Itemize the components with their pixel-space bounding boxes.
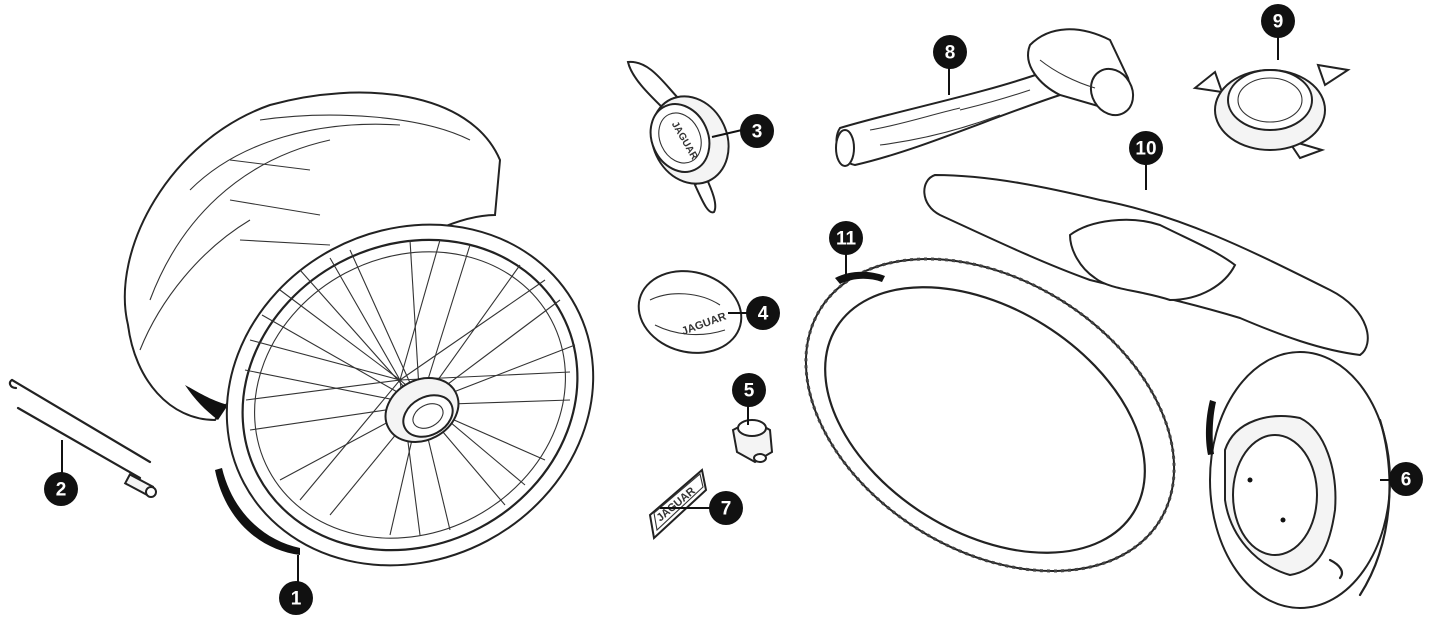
spinner-illustration: JAGUAR — [628, 62, 743, 212]
callout-1: 1 — [279, 555, 313, 615]
callout-2: 2 — [44, 440, 78, 506]
svg-text:3: 3 — [752, 122, 763, 143]
hub-plate-illustration — [1206, 352, 1390, 608]
callout-5: 5 — [732, 373, 766, 425]
svg-text:7: 7 — [721, 499, 732, 520]
svg-text:9: 9 — [1273, 12, 1284, 33]
callout-9: 9 — [1261, 4, 1295, 60]
mallet-illustration — [836, 29, 1141, 166]
knock-off-ring-illustration — [1195, 65, 1348, 158]
svg-text:1: 1 — [291, 589, 302, 610]
svg-text:8: 8 — [945, 43, 956, 64]
badge-illustration: JAGUAR — [650, 470, 706, 538]
callout-10: 10 — [1129, 131, 1163, 190]
spoke-illustration — [10, 380, 156, 497]
nut-illustration — [733, 420, 772, 462]
wire-wheel-illustration — [125, 93, 654, 617]
callout-11: 11 — [829, 221, 863, 275]
svg-text:6: 6 — [1401, 470, 1412, 491]
svg-text:11: 11 — [836, 229, 857, 250]
callout-8: 8 — [933, 35, 967, 95]
svg-text:4: 4 — [758, 304, 769, 325]
svg-text:2: 2 — [56, 480, 67, 501]
svg-text:10: 10 — [1135, 139, 1156, 160]
svg-text:5: 5 — [744, 381, 755, 402]
